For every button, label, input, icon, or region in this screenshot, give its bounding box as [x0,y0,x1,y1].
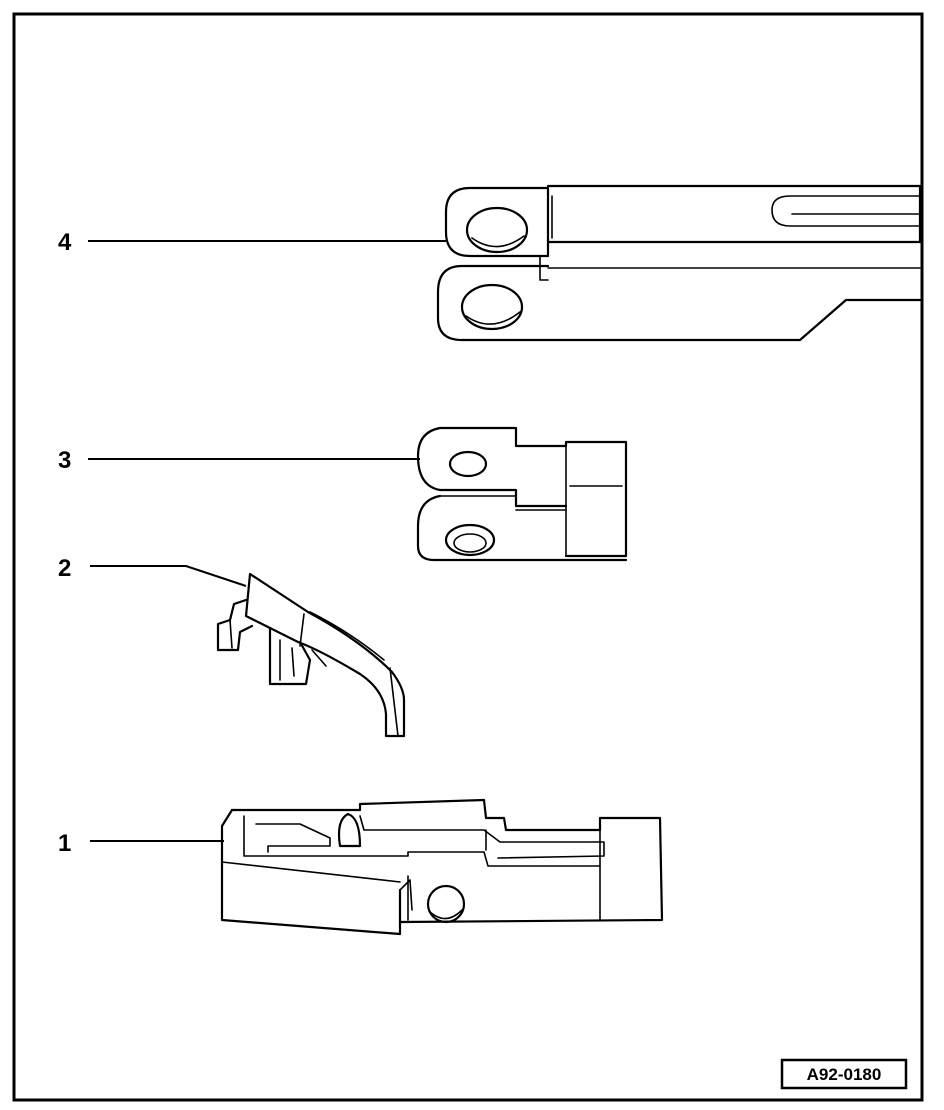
callout-4: 4 [58,229,72,256]
part-4-hinge-arm [436,184,922,342]
callout-3: 3 [58,447,71,474]
leader-line-2 [90,565,247,587]
diagram-frame [12,12,924,1102]
part-1-housing [220,798,664,936]
part-3-hinge-bracket [416,426,628,562]
callout-1: 1 [58,830,71,857]
part-2-spring-clip [216,572,406,738]
callout-2: 2 [58,555,71,582]
reference-code-box: A92-0180 [780,1058,908,1090]
reference-code: A92-0180 [807,1065,882,1084]
